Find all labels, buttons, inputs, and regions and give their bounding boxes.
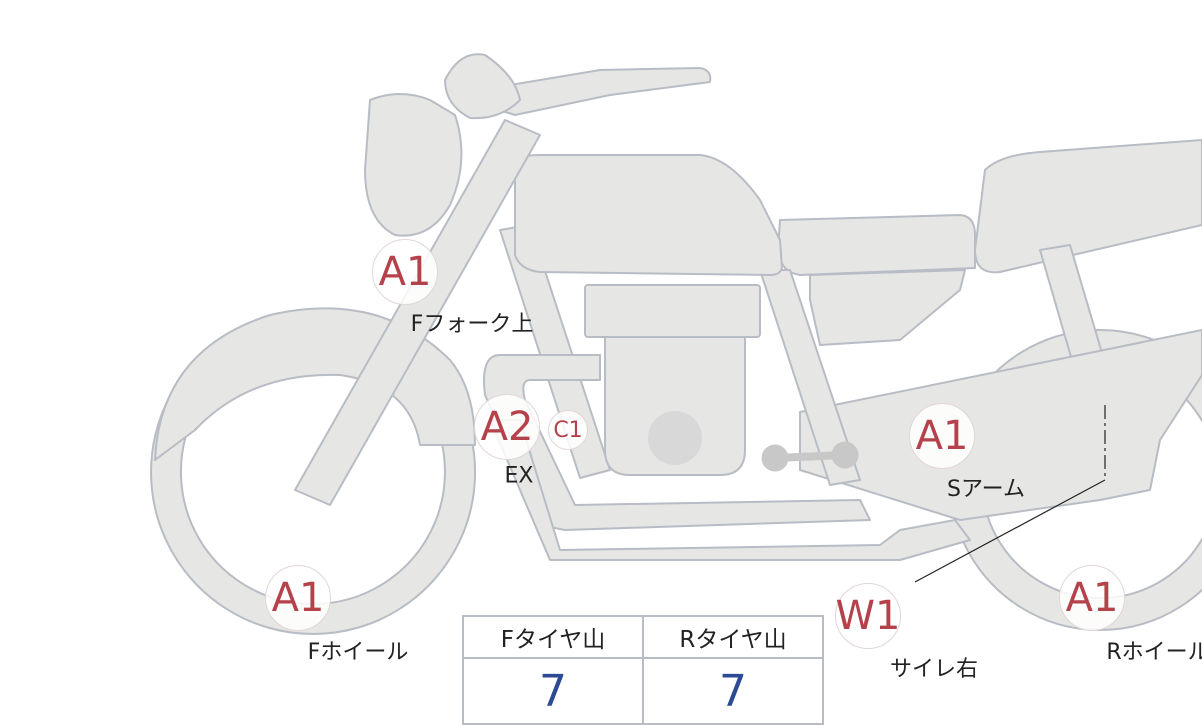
mark-label: Fホイール [307, 640, 409, 665]
headlight [364, 93, 463, 237]
damage-mark: A1 [372, 239, 438, 305]
seat [777, 214, 976, 276]
rear-tire-value: 7 [642, 657, 824, 725]
mark-label: EX [504, 463, 534, 489]
engine-top [584, 284, 761, 338]
damage-mark: A2 [474, 394, 540, 460]
front-tire-value: 7 [462, 657, 644, 725]
leader-line [914, 405, 1106, 583]
mark-label: Fフォーク上 [410, 312, 534, 337]
damage-mark: A1 [909, 403, 975, 469]
front-tire-header: Fタイヤ山 [462, 615, 644, 659]
mark-label: Sアーム [947, 477, 1025, 502]
damage-mark: A1 [265, 565, 331, 631]
swing-arm [799, 329, 1202, 521]
mark-label: Rホイール [1106, 640, 1202, 665]
rear-cowl [974, 139, 1202, 274]
exhaust-pipe [483, 354, 871, 531]
mark-label: サイレ右 [889, 657, 979, 682]
damage-mark: A1 [1059, 565, 1125, 631]
damage-mark: W1 [835, 583, 901, 649]
footpeg-icon [761, 441, 859, 472]
front-fork [294, 119, 541, 506]
engine-block [604, 336, 746, 476]
rear-tire-header: Rタイヤ山 [642, 615, 824, 659]
engine-cover [648, 411, 702, 465]
fuel-tank [514, 154, 783, 276]
damage-mark: C1 [548, 410, 588, 450]
tire-tread-table: Fタイヤ山 Rタイヤ山 7 7 [462, 615, 824, 725]
